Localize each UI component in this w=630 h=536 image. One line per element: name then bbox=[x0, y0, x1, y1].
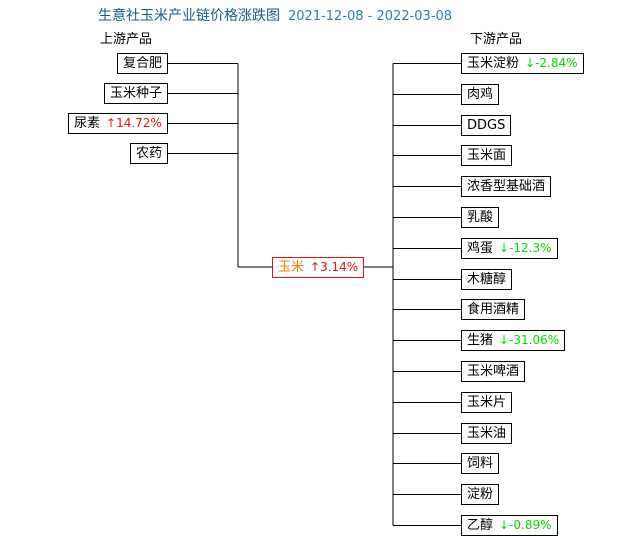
down-node-value: -31.06% bbox=[509, 333, 560, 347]
up-node-3[interactable]: 农药 bbox=[130, 143, 169, 164]
down-node-6[interactable]: 鸡蛋 ↓-12.3% bbox=[461, 238, 558, 259]
downstream-column-header: 下游产品 bbox=[470, 32, 523, 47]
up-node-label: 复合肥 bbox=[123, 56, 163, 71]
down-node-change: ↓-31.06% bbox=[499, 333, 559, 347]
down-node-label: 玉米面 bbox=[467, 148, 507, 163]
down-node-value: -12.3% bbox=[509, 241, 552, 255]
down-node-label: 饲料 bbox=[467, 456, 494, 471]
down-node-label: 生猪 bbox=[467, 333, 494, 348]
up-node-value: 14.72% bbox=[116, 116, 162, 130]
down-node-label: 乙醇 bbox=[467, 518, 494, 533]
up-node-label: 尿素 bbox=[74, 116, 101, 131]
down-node-label: 玉米油 bbox=[467, 426, 507, 441]
down-node-label: 木糖醇 bbox=[467, 272, 507, 287]
down-node-15[interactable]: 乙醇 ↓-0.89% bbox=[461, 515, 558, 536]
up-node-change: ↑14.72% bbox=[106, 116, 162, 130]
down-node-label: 玉米淀粉 bbox=[467, 56, 520, 71]
down-node-label: DDGS bbox=[467, 118, 506, 133]
arrow-down-icon: ↓ bbox=[525, 56, 536, 70]
up-node-label: 农药 bbox=[136, 146, 163, 161]
down-node-2[interactable]: DDGS bbox=[461, 115, 512, 136]
up-node-0[interactable]: 复合肥 bbox=[117, 53, 169, 74]
down-node-change: ↓-12.3% bbox=[499, 241, 552, 255]
down-node-label: 肉鸡 bbox=[467, 87, 494, 102]
down-node-0[interactable]: 玉米淀粉 ↓-2.84% bbox=[461, 53, 584, 74]
down-node-3[interactable]: 玉米面 bbox=[461, 145, 513, 166]
down-node-change: ↓-0.89% bbox=[499, 518, 552, 532]
upstream-column-header: 上游产品 bbox=[100, 32, 153, 47]
down-node-label: 玉米片 bbox=[467, 395, 507, 410]
center-node-value: 3.14% bbox=[320, 260, 359, 274]
down-node-value: -0.89% bbox=[509, 518, 552, 532]
center-node-corn[interactable]: 玉米 ↑3.14% bbox=[272, 257, 365, 278]
arrow-down-icon: ↓ bbox=[499, 333, 510, 347]
down-node-9[interactable]: 生猪 ↓-31.06% bbox=[461, 330, 566, 351]
down-node-14[interactable]: 淀粉 bbox=[461, 484, 500, 505]
arrow-down-icon: ↓ bbox=[499, 241, 510, 255]
up-node-1[interactable]: 玉米种子 bbox=[104, 83, 169, 104]
up-node-label: 玉米种子 bbox=[110, 86, 163, 101]
chart-title: 生意社玉米产业链价格涨跌图 2021-12-08 - 2022-03-08 bbox=[98, 7, 452, 26]
down-node-7[interactable]: 木糖醇 bbox=[461, 269, 513, 290]
down-node-label: 浓香型基础酒 bbox=[467, 179, 546, 194]
down-node-8[interactable]: 食用酒精 bbox=[461, 299, 526, 320]
down-node-12[interactable]: 玉米油 bbox=[461, 423, 513, 444]
down-node-label: 淀粉 bbox=[467, 487, 494, 502]
down-node-13[interactable]: 饲料 bbox=[461, 453, 500, 474]
down-node-change: ↓-2.84% bbox=[525, 56, 578, 70]
arrow-down-icon: ↓ bbox=[499, 518, 510, 532]
center-node-label: 玉米 bbox=[278, 260, 305, 275]
down-node-10[interactable]: 玉米啤酒 bbox=[461, 361, 526, 382]
center-node-change: ↑3.14% bbox=[310, 260, 358, 274]
down-node-5[interactable]: 乳酸 bbox=[461, 207, 500, 228]
up-node-2[interactable]: 尿素 ↑14.72% bbox=[68, 113, 168, 134]
down-node-value: -2.84% bbox=[535, 56, 578, 70]
down-node-1[interactable]: 肉鸡 bbox=[461, 84, 500, 105]
down-node-4[interactable]: 浓香型基础酒 bbox=[461, 176, 552, 197]
down-node-label: 鸡蛋 bbox=[467, 241, 494, 256]
down-node-label: 乳酸 bbox=[467, 210, 494, 225]
down-node-label: 食用酒精 bbox=[467, 302, 520, 317]
center-node-arrow: ↑ bbox=[310, 260, 321, 274]
chart-title-text: 生意社玉米产业链价格涨跌图 bbox=[98, 8, 280, 24]
down-node-11[interactable]: 玉米片 bbox=[461, 392, 513, 413]
arrow-up-icon: ↑ bbox=[106, 116, 117, 130]
down-node-label: 玉米啤酒 bbox=[467, 364, 520, 379]
chart-date-range: 2021-12-08 - 2022-03-08 bbox=[288, 9, 453, 24]
